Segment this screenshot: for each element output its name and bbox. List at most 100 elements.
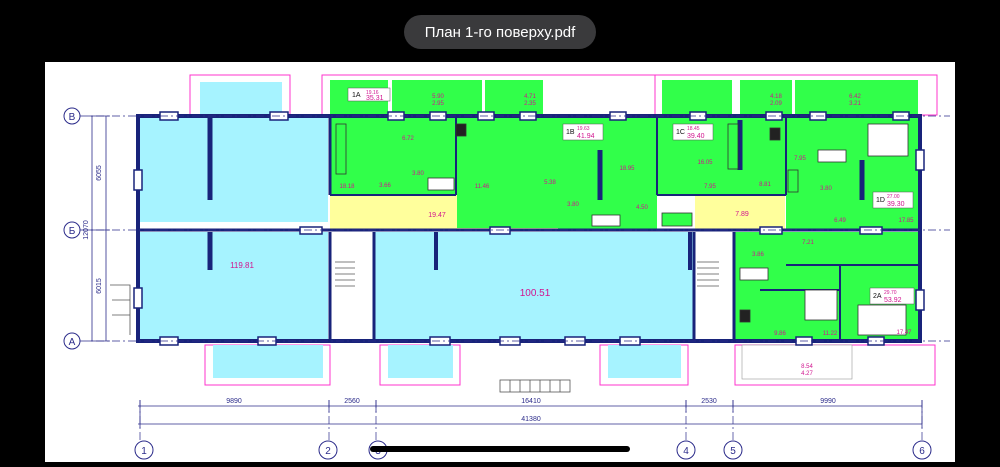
- svg-text:2.95: 2.95: [432, 101, 444, 107]
- bed: [857, 304, 907, 336]
- area-commercial-left: 119.81: [230, 261, 254, 270]
- svg-text:3.86: 3.86: [752, 252, 764, 258]
- apt-total: 39.40: [687, 133, 705, 140]
- corridor-right: [695, 195, 785, 230]
- svg-text:11.46: 11.46: [475, 184, 490, 190]
- svg-text:7.21: 7.21: [802, 240, 814, 246]
- room-labels: 6.72 3.80 3.66 18.18 11.46 5.38 3.80 18.…: [339, 136, 914, 337]
- axis-label-1: 1: [141, 446, 147, 457]
- svg-text:6.42: 6.42: [849, 94, 861, 100]
- svg-text:18.18: 18.18: [339, 184, 355, 190]
- dim-seg3: 16410: [521, 398, 541, 405]
- cabinet: [335, 123, 347, 175]
- bathtub: [739, 267, 769, 281]
- axis-label-2: 2: [325, 446, 331, 457]
- svg-text:5.90: 5.90: [432, 94, 444, 100]
- stove: [455, 123, 467, 137]
- axis-label-a: А: [69, 337, 76, 348]
- area-corridor-right: 7.89: [735, 211, 749, 218]
- dim-lower: 6015: [96, 278, 103, 294]
- commercial-room-center: [375, 232, 693, 339]
- svg-text:17.85: 17.85: [898, 218, 914, 224]
- apt-code: 1A: [352, 92, 361, 99]
- svg-text:3.80: 3.80: [820, 186, 832, 192]
- apartment-labels: 1A 19.16 35.31 1B 19.63 41.94 1C 18.45 3…: [347, 87, 915, 305]
- axis-label-v: В: [69, 112, 76, 123]
- axis-label-b: Б: [69, 226, 76, 237]
- apt-code: 2A: [873, 293, 882, 300]
- bed: [804, 289, 838, 321]
- commercial-room-left: [140, 232, 328, 339]
- svg-text:2.35: 2.35: [524, 101, 536, 107]
- col-axis-markers: 1 2 3 4 5 6: [134, 440, 932, 460]
- apt-living: 18.45: [687, 126, 700, 132]
- closet: [661, 212, 693, 227]
- row-axis-markers: В Б А: [63, 107, 81, 350]
- svg-text:4.27: 4.27: [801, 371, 813, 377]
- bathtub: [591, 214, 621, 227]
- fixtures: [335, 123, 909, 336]
- dimension-lines: [88, 115, 923, 428]
- svg-text:3.21: 3.21: [849, 101, 861, 107]
- apt-total: 39.30: [887, 201, 905, 208]
- dim-total: 12070: [83, 220, 90, 240]
- stove: [739, 309, 751, 323]
- document-title[interactable]: План 1-го поверху.pdf: [404, 15, 596, 49]
- apt-living: 29.70: [884, 290, 897, 296]
- svg-text:7.95: 7.95: [704, 184, 716, 190]
- svg-text:4.50: 4.50: [636, 205, 648, 211]
- svg-text:3.66: 3.66: [379, 183, 391, 189]
- svg-text:11.22: 11.22: [823, 331, 838, 337]
- svg-text:17.47: 17.47: [896, 330, 912, 336]
- svg-text:4.71: 4.71: [524, 94, 536, 100]
- axis-label-6: 6: [919, 446, 925, 457]
- area-labels: 119.81 100.51 19.47 7.89: [230, 211, 749, 299]
- area-commercial-center: 100.51: [520, 288, 551, 299]
- axis-label-4: 4: [683, 446, 689, 457]
- apt-living: 19.63: [577, 126, 590, 132]
- dim-seg5: 9990: [820, 398, 836, 405]
- apt-living: 27.00: [887, 194, 900, 200]
- svg-text:3.80: 3.80: [412, 171, 424, 177]
- apt-code: 1C: [676, 129, 685, 136]
- grid-axes: [80, 115, 950, 440]
- apt-code: 1D: [876, 197, 885, 204]
- bathtub: [817, 149, 847, 163]
- entrances: [110, 261, 719, 393]
- apt-total: 53.92: [884, 297, 902, 304]
- svg-text:7.95: 7.95: [794, 156, 806, 162]
- floor-plan-drawing: В Б А 1 2 3 4 5 6: [63, 74, 950, 460]
- home-indicator[interactable]: [370, 446, 630, 452]
- dim-seg2: 2560: [344, 398, 360, 405]
- balcony-labels: 5.90 2.95 4.71 2.35 4.18 2.09 6.42 3.21 …: [432, 94, 861, 377]
- commercial-room-left-top: [140, 118, 328, 222]
- svg-text:4.18: 4.18: [770, 94, 782, 100]
- bed: [867, 123, 909, 157]
- svg-text:6.72: 6.72: [402, 136, 414, 142]
- dim-upper: 6055: [96, 165, 103, 181]
- apt-total: 41.94: [577, 133, 595, 140]
- svg-text:8.81: 8.81: [759, 182, 771, 188]
- balconies-bottom: [204, 344, 936, 386]
- balconies-top: [189, 74, 938, 116]
- svg-text:9.86: 9.86: [774, 331, 786, 337]
- apt-living: 19.16: [366, 90, 379, 96]
- dim-seg1: 9890: [226, 398, 242, 405]
- dim-seg4: 2530: [701, 398, 717, 405]
- closet: [787, 169, 799, 193]
- svg-text:18.95: 18.95: [619, 166, 635, 172]
- apt-code: 1B: [566, 129, 575, 136]
- dimension-values: 6055 6015 12070 9890 2560 16410 2530 999…: [83, 165, 836, 423]
- svg-text:5.38: 5.38: [544, 180, 556, 186]
- axis-label-5: 5: [730, 446, 736, 457]
- svg-text:2.09: 2.09: [770, 101, 782, 107]
- svg-text:16.05: 16.05: [697, 160, 713, 166]
- pdf-page[interactable]: В Б А 1 2 3 4 5 6: [45, 62, 955, 462]
- svg-text:6.49: 6.49: [834, 218, 846, 224]
- dim-total-h: 41380: [521, 416, 541, 423]
- apt-total: 35.31: [366, 95, 384, 102]
- area-corridor-left: 19.47: [428, 212, 446, 219]
- cabinet: [727, 123, 739, 170]
- svg-text:3.80: 3.80: [567, 202, 579, 208]
